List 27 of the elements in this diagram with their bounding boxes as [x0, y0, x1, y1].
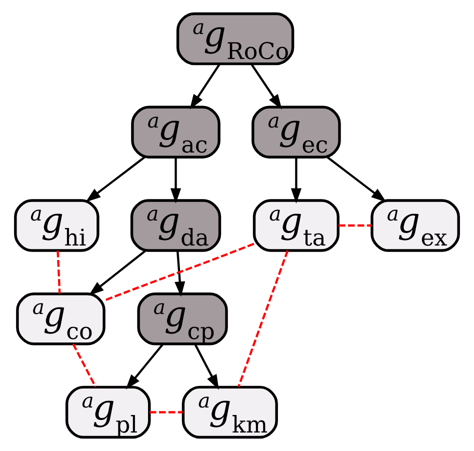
node-box: $^{a}$g$_{ac}$: [131, 106, 220, 159]
connector: [238, 250, 289, 388]
node-box: $^{a}$g$_{da}$: [130, 199, 222, 252]
node-box: $^{a}$g$_{hi}$: [14, 199, 100, 252]
node-box: $^{a}$g$_{RoCo}$: [176, 12, 294, 66]
node-box: $^{a}$g$_{cp}$: [137, 292, 228, 346]
node-box: $^{a}$g$_{km}$: [182, 386, 278, 439]
connector: [104, 242, 254, 302]
connector: [150, 411, 183, 414]
arrow: [170, 157, 182, 204]
node-box: $^{a}$g$_{ta}$: [252, 199, 340, 252]
node-box: $^{a}$g$_{pl}$: [65, 386, 151, 439]
arrow: [290, 157, 302, 204]
arrow: [174, 250, 186, 297]
node-box: $^{a}$g$_{ex}$: [370, 199, 460, 252]
arrow: [190, 63, 221, 110]
node-box: $^{a}$g$_{co}$: [16, 292, 106, 346]
arrow: [194, 344, 219, 390]
connector: [56, 250, 61, 294]
arrow: [88, 250, 146, 296]
arrow: [326, 156, 386, 202]
arrow: [86, 156, 146, 202]
arrow: [126, 343, 164, 390]
connector: [338, 224, 372, 227]
node-box: $^{a}$g$_{ec}$: [252, 106, 341, 159]
arrow: [250, 63, 282, 110]
connector: [72, 344, 97, 388]
